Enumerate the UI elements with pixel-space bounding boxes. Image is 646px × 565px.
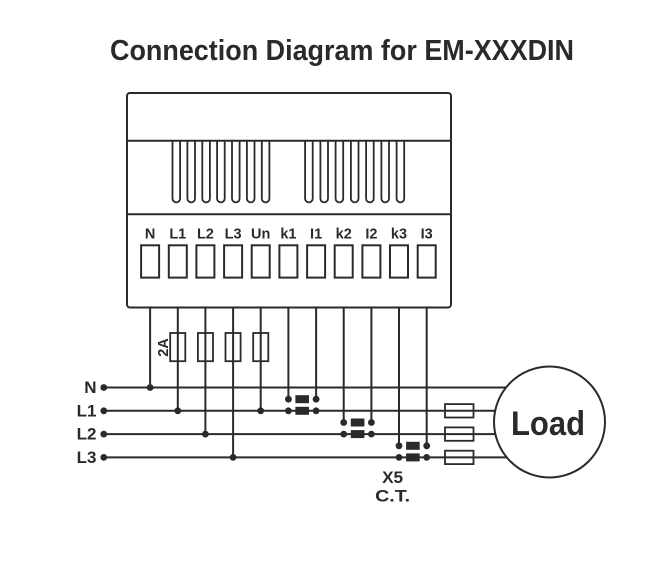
svg-text:2A: 2A: [156, 338, 172, 357]
svg-text:N: N: [145, 227, 155, 243]
svg-text:I1: I1: [310, 227, 322, 243]
svg-text:C.T.: C.T.: [375, 487, 410, 506]
svg-text:k3: k3: [391, 227, 407, 243]
svg-text:Connection Diagram for EM-XXXD: Connection Diagram for EM-XXXDIN: [110, 35, 574, 67]
svg-text:X5: X5: [382, 468, 403, 487]
svg-text:L2: L2: [197, 227, 214, 243]
svg-text:L1: L1: [77, 401, 97, 420]
svg-text:I2: I2: [365, 227, 377, 243]
svg-text:N: N: [84, 378, 96, 397]
svg-text:L3: L3: [77, 448, 97, 467]
svg-text:Load: Load: [511, 405, 585, 443]
svg-text:I3: I3: [421, 227, 433, 243]
svg-text:Un: Un: [251, 227, 270, 243]
svg-text:k2: k2: [336, 227, 352, 243]
svg-text:L3: L3: [225, 227, 242, 243]
svg-text:k1: k1: [280, 227, 296, 243]
svg-text:L1: L1: [169, 227, 186, 243]
svg-text:L2: L2: [77, 425, 97, 444]
